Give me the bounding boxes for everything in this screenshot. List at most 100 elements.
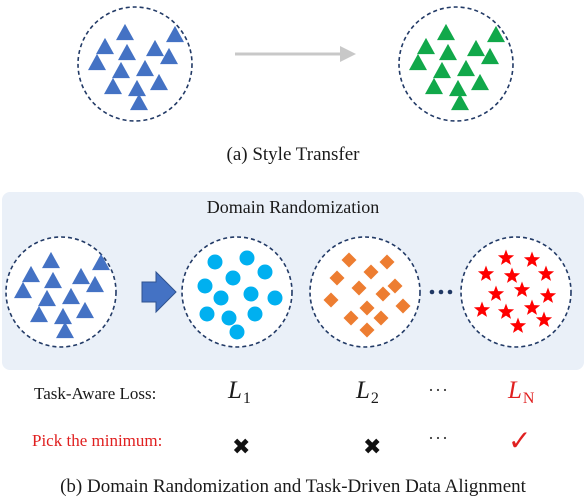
star-shape [509, 317, 527, 333]
star-shape [473, 301, 491, 317]
star-shape [537, 265, 555, 281]
triangle-shape [116, 23, 134, 41]
triangle-shape [437, 23, 455, 41]
star-shape [513, 281, 531, 297]
circle-shape [225, 270, 241, 286]
triangle-shape [451, 93, 469, 111]
triangle-shape [62, 287, 80, 305]
loss-n: LN [508, 377, 535, 407]
triangle-shape [42, 251, 60, 269]
diamond-shape [363, 264, 379, 280]
triangle-shape [118, 43, 136, 61]
circle-shape [243, 286, 259, 302]
pick-ellipsis: ··· [428, 428, 449, 448]
triangle-shape [56, 321, 74, 339]
triangle-shape [112, 61, 130, 79]
triangle-shape [88, 53, 106, 71]
diamond-shape [323, 292, 339, 308]
triangle-shape [76, 301, 94, 319]
style-transfer-section [77, 6, 514, 122]
star-shape [503, 267, 521, 283]
blue-triangle-cluster [88, 23, 184, 111]
blue-triangle-cluster [14, 251, 110, 339]
circle-shape [229, 324, 245, 340]
circle-shape [207, 254, 223, 270]
circle-shape [267, 290, 283, 306]
triangle-shape [160, 47, 178, 65]
triangle-shape [425, 77, 443, 95]
red-star-cluster [473, 249, 557, 333]
caption-style-transfer: (a) Style Transfer [226, 144, 360, 165]
star-shape [523, 251, 541, 267]
task-aware-loss-label: Task-Aware Loss: [34, 384, 157, 403]
triangle-shape [30, 305, 48, 323]
triangle-shape [128, 79, 146, 97]
diamond-shape [379, 254, 395, 270]
triangle-shape [92, 253, 110, 271]
triangle-shape [130, 93, 148, 111]
diamond-shape [359, 322, 375, 338]
domain-ellipsis [429, 289, 453, 295]
circle-shape [239, 250, 255, 266]
loss-2: L2 [356, 377, 379, 407]
star-shape [523, 299, 541, 315]
cross-mark-icon: ✖ [363, 434, 382, 459]
randomization-arrow [141, 270, 177, 314]
triangle-shape [86, 275, 104, 293]
star-shape [497, 249, 515, 265]
diamond-shape [395, 298, 411, 314]
triangle-shape [104, 77, 122, 95]
diamond-shape [373, 310, 389, 326]
green-triangle-cluster [409, 23, 505, 111]
diamond-shape [343, 310, 359, 326]
triangle-shape [38, 289, 56, 307]
triangle-shape [439, 43, 457, 61]
caption-domain-randomization: (b) Domain Randomization and Task-Driven… [60, 476, 526, 497]
loss-1: L1 [228, 377, 251, 407]
pick-minimum-label: Pick the minimum: [32, 431, 163, 450]
triangle-shape [433, 61, 451, 79]
star-shape [487, 285, 505, 301]
triangle-shape [417, 37, 435, 55]
triangle-shape [409, 53, 427, 71]
triangle-shape [471, 73, 489, 91]
diamond-shape [341, 252, 357, 268]
triangle-shape [14, 281, 32, 299]
domain-randomization-title: Domain Randomization [206, 197, 380, 217]
circle-shape [199, 306, 215, 322]
diamond-shape [375, 286, 391, 302]
randomized-domain-2-circle [309, 236, 421, 348]
triangle-shape [150, 73, 168, 91]
triangle-shape [481, 47, 499, 65]
star-shape [539, 287, 557, 303]
check-mark-icon: ✓ [508, 426, 532, 457]
triangle-shape [166, 25, 184, 43]
triangle-shape [457, 59, 475, 77]
triangle-shape [449, 79, 467, 97]
diamond-shape [329, 270, 345, 286]
circle-shape [257, 264, 273, 280]
cross-mark-icon: ✖ [232, 434, 251, 459]
domain-randomization-section [5, 236, 572, 348]
triangle-shape [146, 39, 164, 57]
orange-diamond-cluster [323, 252, 411, 338]
star-shape [497, 303, 515, 319]
circle-shape [213, 290, 229, 306]
diamond-shape [359, 300, 375, 316]
diamond-shape [387, 278, 403, 294]
diamond-shape [351, 280, 367, 296]
triangle-shape [487, 25, 505, 43]
circle-shape [247, 306, 263, 322]
triangle-shape [22, 265, 40, 283]
transfer-arrow-head [340, 46, 356, 62]
domain-randomization-panel [2, 192, 584, 370]
circle-shape [197, 278, 213, 294]
triangle-shape [72, 267, 90, 285]
triangle-shape [136, 59, 154, 77]
cyan-circle-cluster [197, 250, 283, 340]
triangle-shape [44, 271, 62, 289]
circle-shape [221, 310, 237, 326]
triangle-shape [54, 307, 72, 325]
